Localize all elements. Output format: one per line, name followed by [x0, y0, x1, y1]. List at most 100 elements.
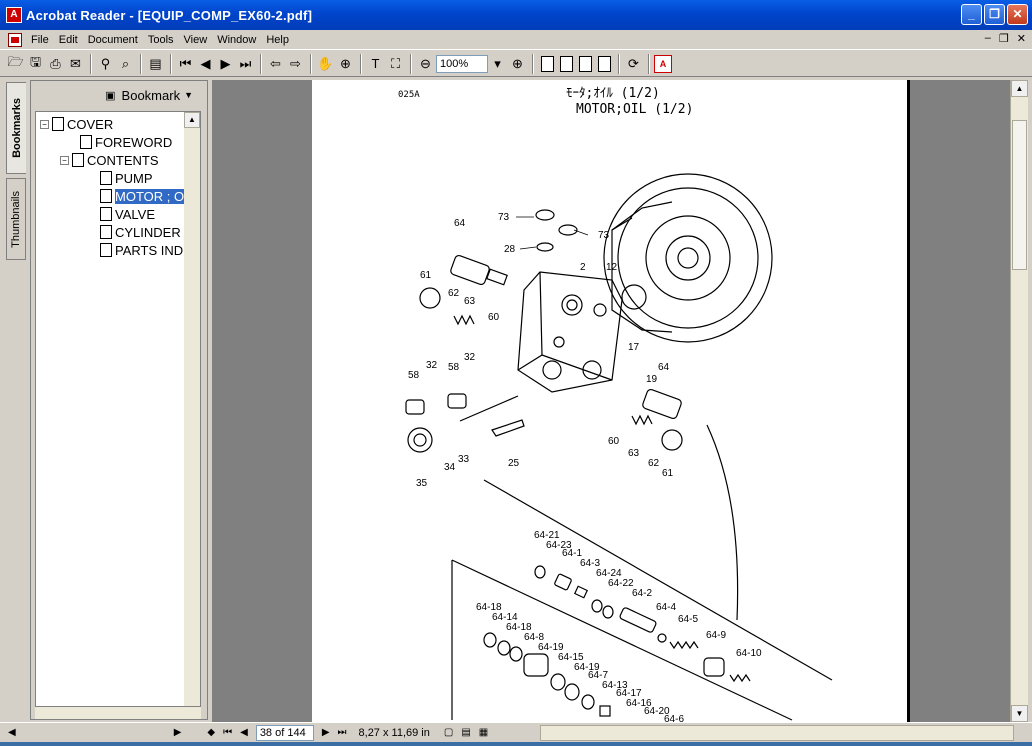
scroll-up-icon[interactable]: ▲: [184, 112, 200, 128]
callout-label: 64: [658, 362, 670, 373]
tab-bookmarks[interactable]: Bookmarks: [6, 82, 26, 174]
bookmark-contents[interactable]: − CONTENTS: [60, 151, 159, 169]
document-viewer[interactable]: 025A ﾓｰﾀ;ｵｲﾙ (1/2) MOTOR;OIL (1/2): [212, 80, 1010, 722]
last-page-icon[interactable]: ⏭: [337, 727, 347, 738]
callout-label: 58: [408, 370, 420, 381]
title-bar: A Acrobat Reader - [EQUIP_COMP_EX60-2.pd…: [0, 0, 1032, 30]
motor-housing-drawing: [603, 173, 773, 343]
callout-label: 32: [426, 360, 438, 371]
bookmark-foreword[interactable]: FOREWORD: [80, 133, 172, 151]
zoom-out-icon[interactable]: ⊖: [420, 55, 431, 71]
first-page-icon[interactable]: ⏮: [223, 727, 233, 738]
bookmark-label: PARTS INDE: [115, 242, 192, 258]
tab-thumbnails[interactable]: Thumbnails: [6, 178, 26, 260]
hand-tool-icon[interactable]: ✋: [317, 55, 334, 71]
toolbar-separator: [618, 53, 620, 74]
facing-continuous-icon[interactable]: ▦: [478, 727, 489, 738]
valve-block-drawing: [517, 271, 623, 393]
menu-document[interactable]: Document: [87, 33, 138, 46]
fit-width-icon[interactable]: [579, 55, 592, 72]
bookmark-label: VALVE: [115, 206, 155, 222]
rotate-view-icon[interactable]: ⟳: [628, 55, 639, 71]
previous-page-icon[interactable]: ◀: [240, 727, 248, 738]
document-vertical-scrollbar[interactable]: ▲ ▼: [1010, 80, 1028, 722]
bookmark-scroll-right-icon[interactable]: ▶: [173, 727, 182, 738]
minimize-button[interactable]: _: [961, 4, 982, 25]
acrobat-app-icon[interactable]: A: [6, 7, 22, 23]
next-page-icon[interactable]: ▶: [220, 55, 231, 71]
bookmark-label: CONTENTS: [87, 152, 159, 168]
doc-minimize-button[interactable]: –: [984, 32, 991, 44]
find-icon[interactable]: ⚲: [100, 55, 111, 71]
menu-view[interactable]: View: [183, 33, 208, 46]
next-page-icon[interactable]: ▶: [321, 727, 330, 738]
bookmarks-panel: ▣ Bookmark ▼ − COVER FOREWORD − CONTENTS…: [30, 80, 208, 720]
callout-label: 64-6: [664, 714, 684, 722]
menu-tools[interactable]: Tools: [147, 33, 174, 46]
bookmark-motor-oil[interactable]: MOTOR ; OI: [100, 187, 188, 205]
pdf-page: 025A ﾓｰﾀ;ｵｲﾙ (1/2) MOTOR;OIL (1/2): [312, 80, 910, 722]
next-view-icon[interactable]: ⇨: [290, 55, 301, 71]
email-icon[interactable]: ✉: [70, 55, 81, 71]
open-icon[interactable]: 🗁: [7, 53, 24, 69]
document-menu-icon[interactable]: [8, 32, 22, 47]
zoom-in-icon[interactable]: ⊕: [512, 55, 523, 71]
menu-window[interactable]: Window: [217, 33, 257, 46]
callout-label: 34: [444, 462, 456, 473]
zoom-in-tool-icon[interactable]: ⊕: [340, 55, 351, 71]
callout-label: 64-22: [608, 578, 634, 589]
doc-restore-button[interactable]: ❐: [998, 33, 1009, 45]
print-icon[interactable]: ⎙: [50, 55, 61, 71]
collapse-icon[interactable]: −: [40, 119, 49, 129]
document-horizontal-scrollbar[interactable]: [540, 725, 1014, 741]
callout-label: 64-10: [736, 648, 762, 659]
menu-file[interactable]: File: [31, 33, 49, 46]
snapshot-icon[interactable]: ⛶: [390, 55, 401, 71]
zoom-level-input[interactable]: 100%: [436, 54, 488, 73]
first-page-icon[interactable]: ⏮: [179, 55, 192, 71]
bookmarks-horizontal-scrollbar[interactable]: [35, 707, 201, 719]
actual-size-icon[interactable]: [541, 55, 554, 72]
callout-label: 63: [628, 448, 640, 459]
page-number-input[interactable]: 38 of 144: [255, 724, 314, 741]
fit-page-icon[interactable]: [560, 55, 573, 72]
menu-help[interactable]: Help: [266, 33, 289, 46]
last-page-icon[interactable]: ⏭: [239, 55, 252, 71]
navigation-pane-icon[interactable]: ▤: [149, 55, 162, 71]
bookmarks-header[interactable]: ▣ Bookmark ▼: [31, 81, 207, 109]
bookmark-cylinder[interactable]: CYLINDER: [100, 223, 181, 241]
adobe-logo-icon[interactable]: A: [654, 54, 672, 73]
text-select-icon[interactable]: T: [371, 56, 380, 71]
collapse-icon[interactable]: −: [60, 155, 69, 165]
save-icon[interactable]: 🖫: [29, 53, 42, 69]
menu-edit[interactable]: Edit: [58, 33, 78, 46]
bookmark-scroll-left-icon[interactable]: ◀: [8, 727, 16, 738]
bookmark-valve[interactable]: VALVE: [100, 205, 155, 223]
tab-bookmarks-label: Bookmarks: [10, 98, 23, 158]
doc-close-button[interactable]: ✕: [1016, 33, 1026, 45]
bookmarks-scrollbar[interactable]: ▲: [184, 112, 200, 706]
callout-label: 64-19: [574, 662, 600, 673]
pane-split-icon[interactable]: ◆: [207, 727, 216, 738]
continuous-icon[interactable]: ▤: [461, 727, 471, 738]
previous-view-icon[interactable]: ⇦: [270, 55, 281, 71]
scroll-up-icon[interactable]: ▲: [1011, 80, 1028, 97]
maximize-button[interactable]: ❐: [984, 4, 1005, 25]
bookmark-parts-index[interactable]: PARTS INDE: [100, 241, 192, 259]
callout-label: 64: [454, 218, 466, 229]
search-icon[interactable]: ⌕: [121, 55, 130, 71]
close-button[interactable]: ✕: [1007, 4, 1028, 25]
callout-label: 64-3: [580, 558, 600, 569]
scroll-down-icon[interactable]: ▼: [1011, 705, 1028, 722]
bookmark-cover[interactable]: − COVER: [40, 115, 113, 133]
callout-label: 64-5: [678, 614, 698, 625]
toolbar-separator: [90, 53, 92, 74]
bookmark-pump[interactable]: PUMP: [100, 169, 153, 187]
single-page-icon[interactable]: ▢: [443, 727, 454, 738]
zoom-dropdown-icon[interactable]: ▾: [494, 55, 501, 71]
previous-page-icon[interactable]: ◀: [200, 55, 211, 71]
scrollbar-thumb[interactable]: [1012, 120, 1027, 270]
callout-label: 33: [458, 454, 470, 465]
toolbar-separator: [170, 53, 172, 74]
reflow-icon[interactable]: [598, 55, 611, 72]
